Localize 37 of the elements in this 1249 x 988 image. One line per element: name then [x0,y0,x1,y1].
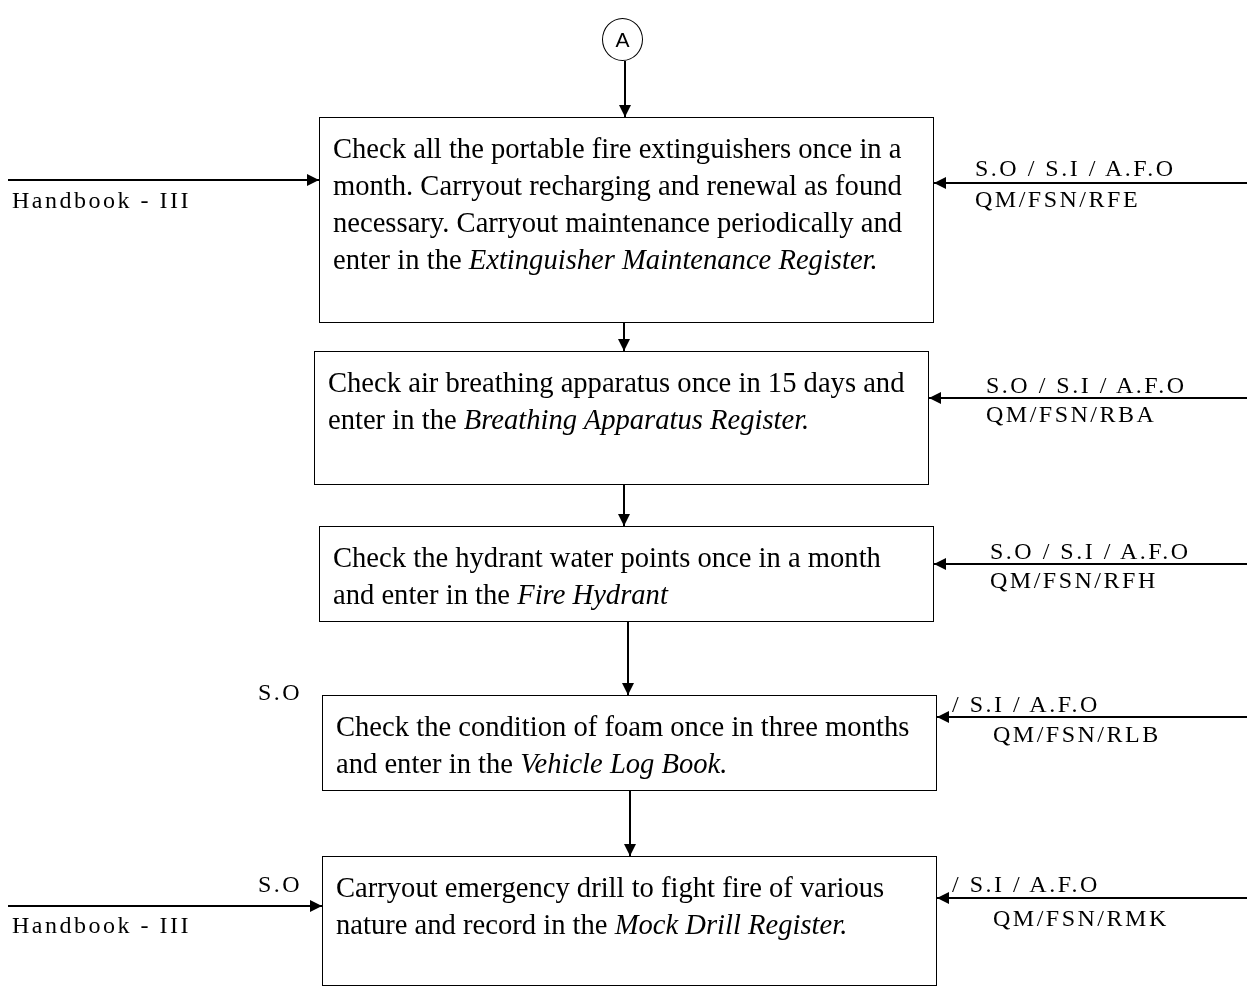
arrow [7,174,320,186]
process-text: Check air breathing apparatus once in 15 days and enter in the Breathing Apparatus Register. [328,366,906,437]
side-label: QM/FSN/RFE [975,187,1141,211]
side-label: S.O / S.I / A.F.O [986,373,1187,397]
connector-circle: A [602,18,643,61]
side-label: Handbook - III [12,188,191,212]
process-box [314,351,929,485]
arrow [933,558,1248,570]
arrow [933,177,1248,189]
arrow [624,790,636,857]
process-text: Check the condition of foam once in three months and enter in the Vehicle Log Book. [336,710,911,781]
arrow [936,892,1248,904]
arrow [619,60,631,118]
side-label: QM/FSN/RLB [993,722,1161,746]
side-label: S.O / S.I / A.F.O [990,539,1191,563]
process-box [322,856,937,986]
arrow [936,711,1248,723]
arrow [618,322,630,352]
process-text: Carryout emergency drill to fight fire of various nature and record in the Mock Drill Register. [336,871,886,942]
side-label: / S.I / A.F.O [952,692,1100,716]
side-label: QM/FSN/RMK [993,906,1169,930]
arrow [928,392,1248,404]
side-label: S.O / S.I / A.F.O [975,156,1176,180]
side-label: S.O [258,872,303,896]
process-text: Check the hydrant water points once in a month and enter in the Fire Hydrant [333,541,882,612]
side-label: QM/FSN/RFH [990,568,1158,592]
arrow [622,621,634,696]
side-label: S.O [258,680,303,704]
side-label: / S.I / A.F.O [952,872,1100,896]
arrow [7,900,323,912]
side-label: QM/FSN/RBA [986,402,1157,426]
process-box [322,695,937,791]
process-text: Check all the portable fire extinguishers once in a month. Carryout recharging and renewal as found necessary. Carryout maintenance periodically and enter in the Extinguisher Maintenance Register. [333,132,903,277]
process-box [319,117,934,323]
arrow [618,484,630,527]
side-label: Handbook - III [12,913,191,937]
process-box [319,526,934,622]
